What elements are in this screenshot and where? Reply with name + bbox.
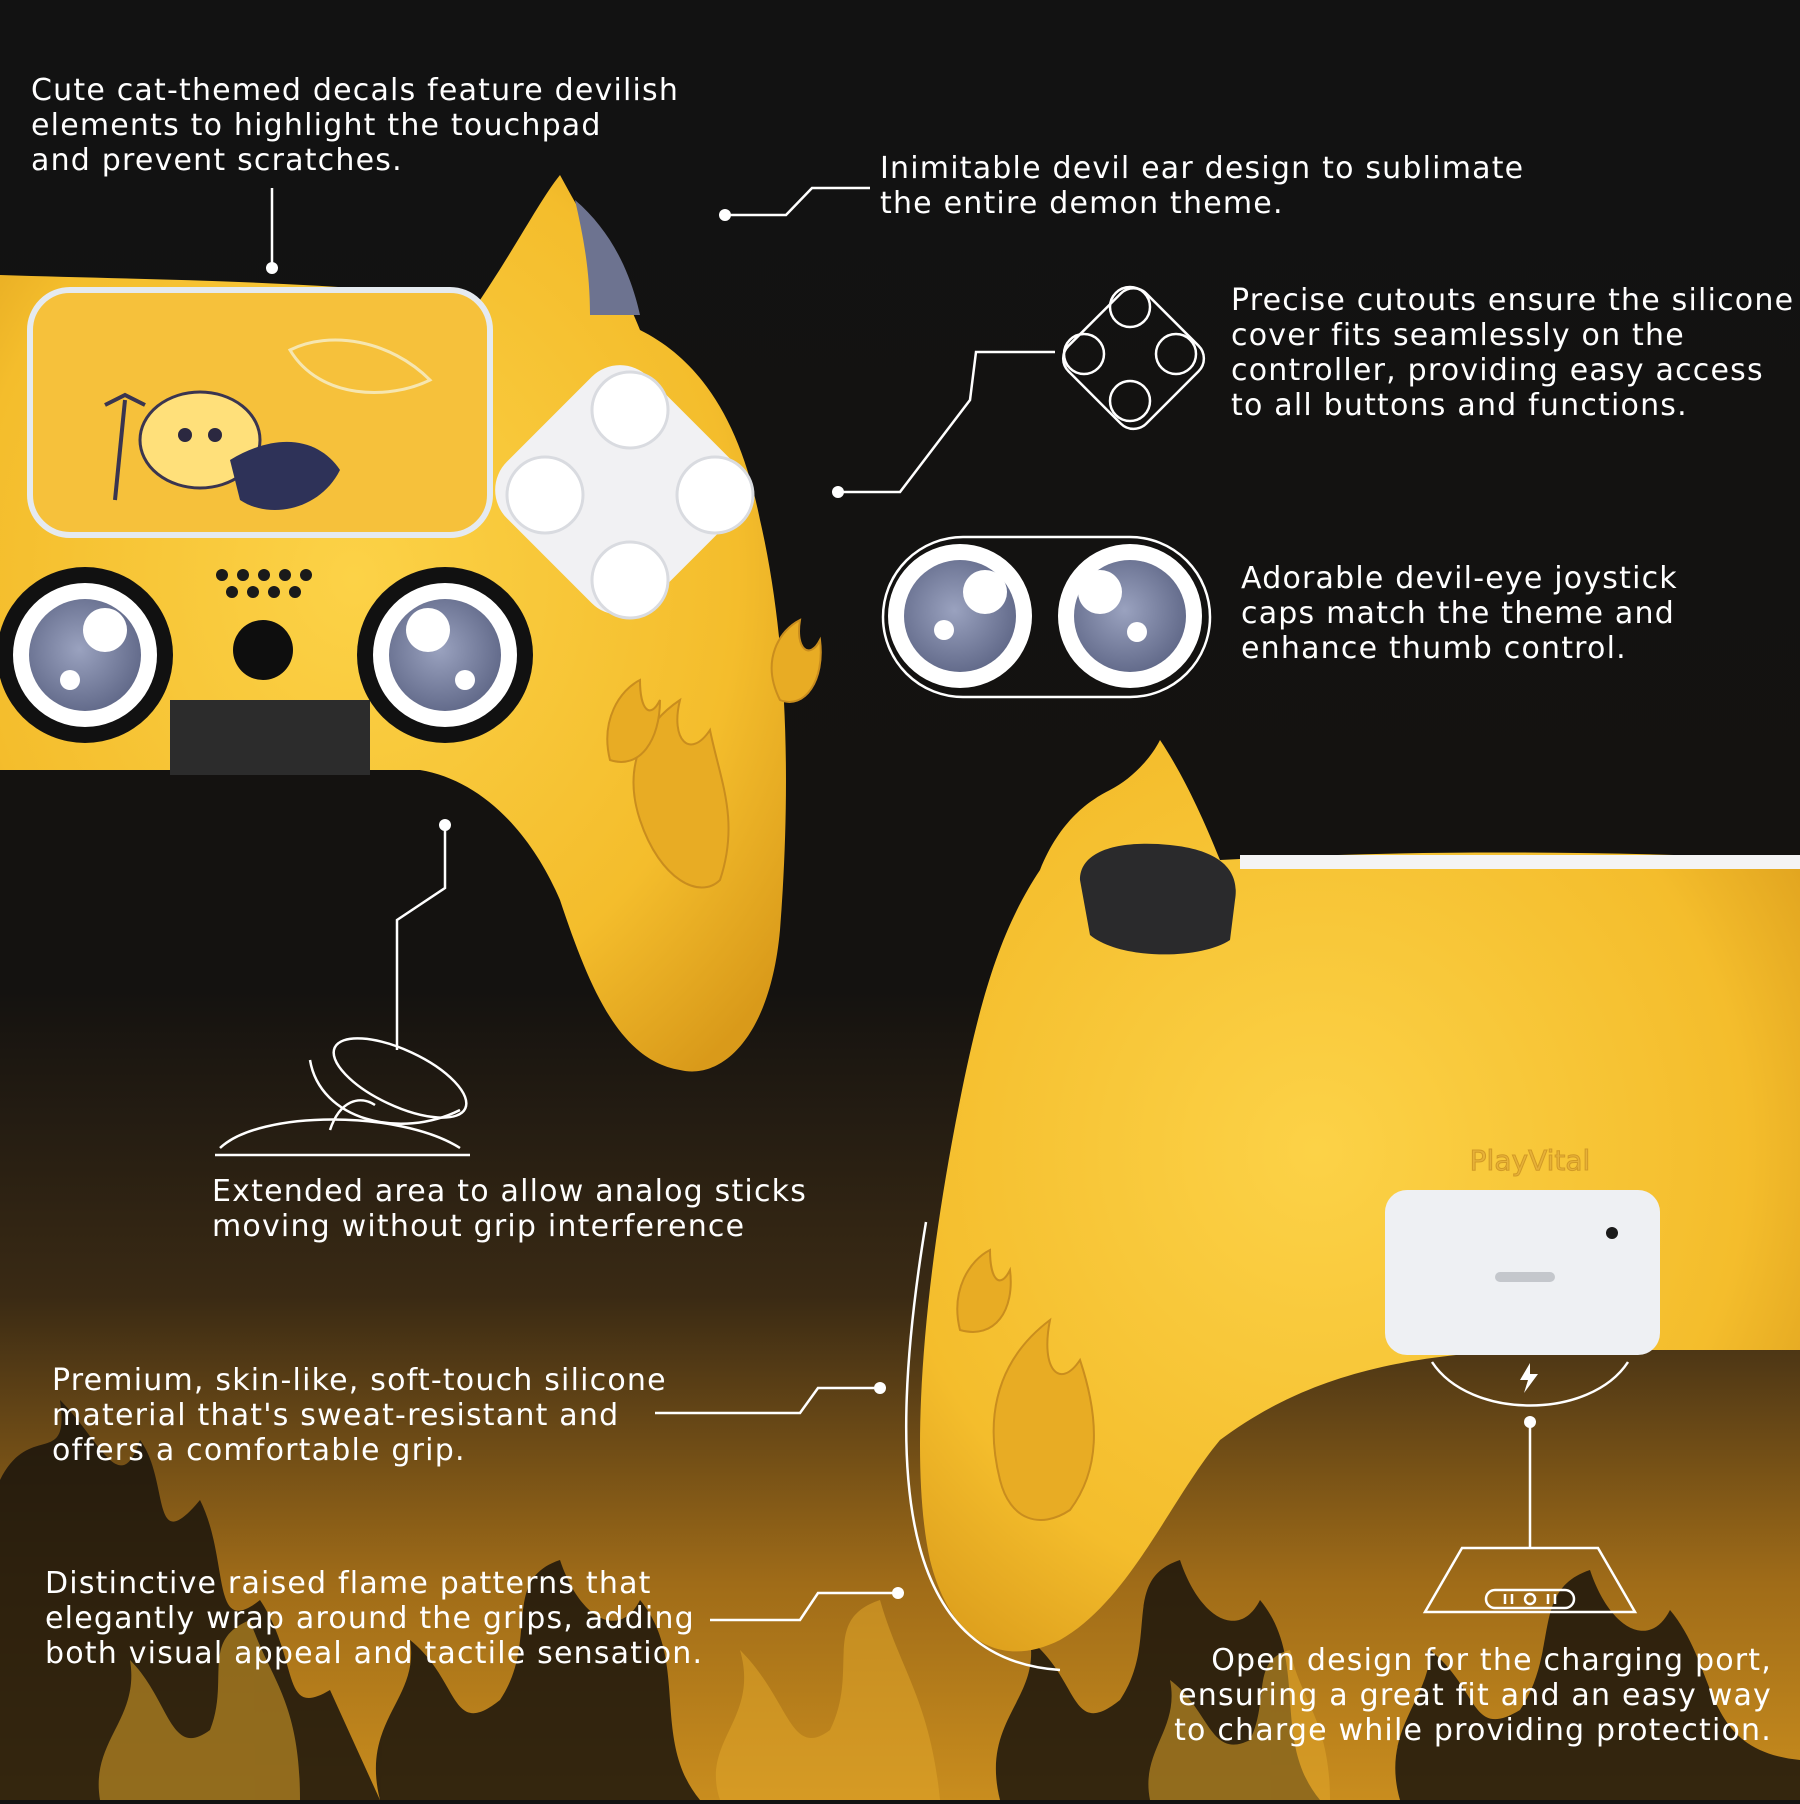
usb-c-port xyxy=(1495,1272,1555,1282)
caption-cutouts: Precise cutouts ensure the silicone cove… xyxy=(1231,283,1795,423)
right-joystick-cap xyxy=(357,567,533,743)
caption-silicone-material: Premium, skin-like, soft-touch silicone … xyxy=(52,1363,667,1468)
controller-back xyxy=(920,740,1800,1652)
back-indicator-dot xyxy=(1606,1227,1618,1239)
grip-flames-back xyxy=(956,1248,1095,1521)
caption-flame-patterns: Distinctive raised flame patterns that e… xyxy=(45,1566,704,1671)
circle-button xyxy=(675,455,755,535)
speaker-grille xyxy=(216,569,312,598)
brand-logo: PlayVital xyxy=(1470,1144,1591,1177)
controller-bottom-trim xyxy=(170,700,370,775)
caption-joystick-caps: Adorable devil-eye joystick caps match t… xyxy=(1241,561,1678,666)
caption-charging-port: Open design for the charging port, ensur… xyxy=(1174,1643,1772,1748)
button-cutout-icon xyxy=(1061,285,1206,431)
controller-back-body xyxy=(920,740,1800,1652)
headphone-jack xyxy=(233,620,293,680)
grip-flames-front xyxy=(606,618,822,889)
triangle-button xyxy=(590,370,670,450)
controller-front xyxy=(0,175,822,1072)
joystick-caps-icon xyxy=(881,535,1212,699)
left-joystick-cap xyxy=(0,567,173,743)
devil-ear-front xyxy=(575,200,640,315)
shoulder-trigger xyxy=(1080,843,1236,955)
cat-devil-artwork xyxy=(80,338,433,510)
caption-analog-area: Extended area to allow analog sticks mov… xyxy=(212,1174,808,1244)
white-trim-back xyxy=(1240,855,1800,869)
square-button xyxy=(505,455,585,535)
charging-dock-icon xyxy=(1422,1546,1638,1614)
face-button-plate xyxy=(495,365,745,615)
cross-button xyxy=(590,540,670,620)
caption-devil-ear: Inimitable devil ear design to sublimate… xyxy=(880,151,1525,221)
background-flame-highlights xyxy=(98,1600,1330,1800)
touchpad-decal xyxy=(27,287,493,538)
callout-lines xyxy=(270,186,1630,1672)
analog-stick-icon xyxy=(215,1037,470,1157)
callout-dots xyxy=(266,209,1536,1599)
lightning-icon xyxy=(1520,1363,1538,1393)
background-flames xyxy=(0,1400,1800,1800)
caption-touchpad-decal: Cute cat-themed decals feature devilish … xyxy=(31,73,680,178)
